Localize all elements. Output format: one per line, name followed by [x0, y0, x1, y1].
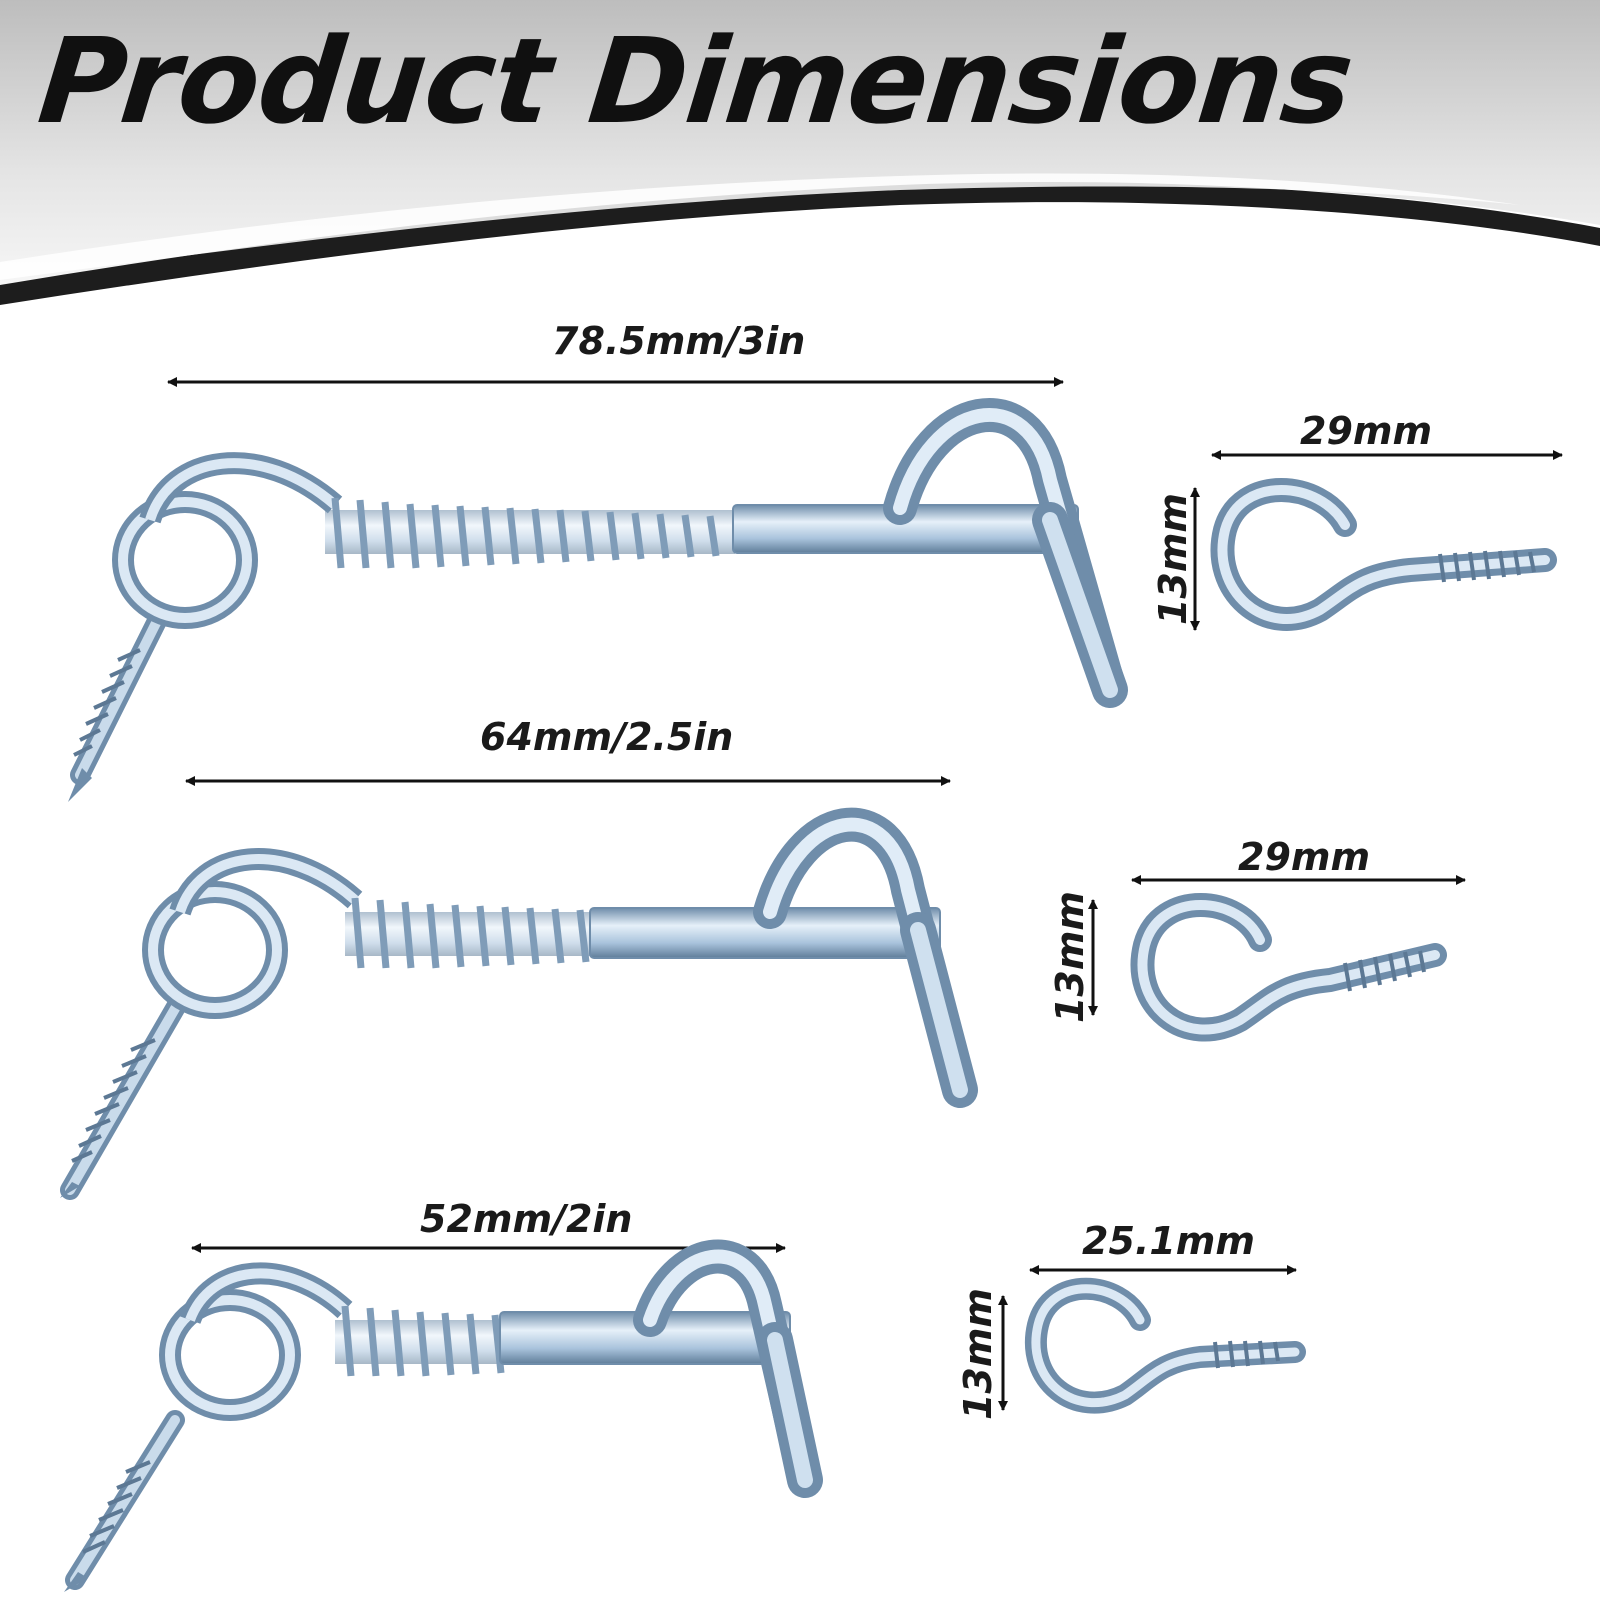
- gate-hook-medium: [60, 776, 978, 1200]
- eye-width-label-1: 29mm: [1300, 409, 1433, 453]
- header-banner: [0, 0, 1600, 305]
- eye-height-label-3: 13mm: [956, 1287, 1000, 1421]
- hook-spring: [331, 497, 720, 569]
- gate-hook-large: [68, 377, 1128, 802]
- hook-length-label-2: 64mm/2.5in: [480, 715, 734, 759]
- eye-width-label-2: 29mm: [1238, 835, 1371, 879]
- hook-length-label-3: 52mm/2in: [420, 1197, 633, 1241]
- eye-height-label-1: 13mm: [1151, 492, 1195, 626]
- gate-hook-small: [64, 1239, 823, 1592]
- eye-screw-1: [1190, 450, 1563, 631]
- eye-width-label-3: 25.1mm: [1082, 1219, 1255, 1263]
- eye-height-label-2: 13mm: [1048, 890, 1092, 1024]
- hook-length-label-1: 78.5mm/3in: [552, 319, 806, 363]
- header-swoosh-dark: [0, 181, 1600, 305]
- header-swoosh-light: [0, 173, 1520, 280]
- hook-screw: [68, 605, 170, 802]
- eye-screw-2: [1088, 875, 1466, 1042]
- eye-screw-3: [998, 1265, 1306, 1414]
